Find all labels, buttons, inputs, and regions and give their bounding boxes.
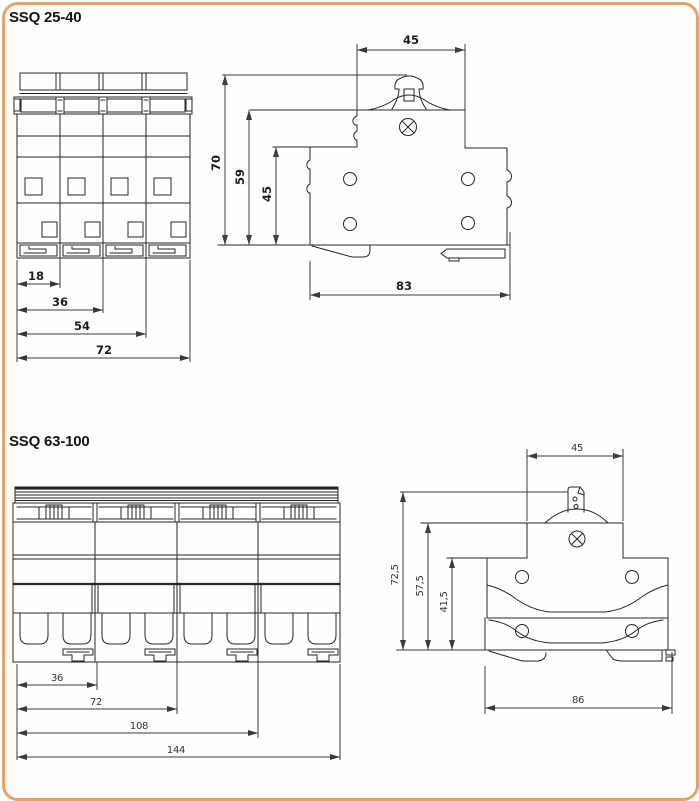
section-title-ssq-63-100: SSQ 63-100 bbox=[9, 433, 90, 450]
din-clip-shape bbox=[489, 650, 675, 661]
ssq-63-100-front-view bbox=[13, 487, 340, 662]
dim-label-45-top: 45 bbox=[403, 33, 419, 47]
screw-head-icon bbox=[569, 531, 585, 547]
screw-head-icon bbox=[400, 119, 417, 136]
dim-label-59: 59 bbox=[233, 169, 247, 185]
dim-label-86: 86 bbox=[572, 695, 584, 706]
dim-label-36: 36 bbox=[51, 673, 63, 684]
dim-label-72: 72 bbox=[96, 343, 112, 357]
ssq-25-40-front-view bbox=[14, 73, 192, 258]
dim-label-83: 83 bbox=[396, 279, 412, 293]
section-title-ssq-25-40: SSQ 25-40 bbox=[9, 9, 82, 26]
dim-label-108: 108 bbox=[130, 721, 148, 732]
ssq-25-40-side-view bbox=[218, 76, 512, 261]
ssq-25-40-front-dimensions: 18 36 54 72 bbox=[17, 258, 190, 362]
din-clip-shape bbox=[312, 246, 505, 261]
ssq-63-100-front-dimensions: 36 72 108 144 bbox=[17, 662, 340, 760]
dim-label-41-5: 41,5 bbox=[439, 591, 450, 612]
ssq-25-40-side-dimensions: 45 70 59 45 83 bbox=[209, 33, 510, 300]
dim-label-57-5: 57,5 bbox=[415, 575, 426, 596]
dim-label-45-top: 45 bbox=[571, 443, 583, 454]
dim-label-70: 70 bbox=[209, 155, 223, 171]
toggle-lever bbox=[568, 487, 584, 512]
dim-label-18: 18 bbox=[28, 269, 44, 283]
dim-label-72: 72 bbox=[90, 697, 102, 708]
dim-label-36: 36 bbox=[52, 295, 68, 309]
toggle-lever bbox=[392, 76, 426, 109]
ssq-63-100-side-dimensions: 45 72,5 57,5 41,5 86 bbox=[390, 443, 672, 714]
dim-label-54: 54 bbox=[74, 319, 90, 333]
dim-label-72-5: 72,5 bbox=[390, 564, 401, 585]
dim-label-45v: 45 bbox=[260, 186, 274, 202]
dim-label-144: 144 bbox=[167, 745, 185, 756]
ssq-63-100-side-view bbox=[421, 487, 675, 661]
